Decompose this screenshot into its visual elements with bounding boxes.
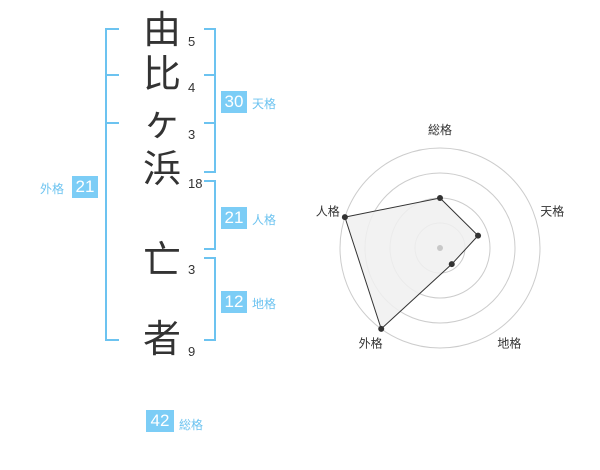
tenkaku-label: 天格 bbox=[252, 97, 277, 111]
radar-center bbox=[437, 245, 443, 251]
jinkaku-badge: 21 bbox=[221, 207, 247, 229]
stroke-count-2: 4 bbox=[188, 80, 196, 95]
gaikaku-label: 外格 bbox=[40, 182, 65, 196]
soukaku-badge: 42 bbox=[146, 410, 174, 432]
name-char-6: 者 bbox=[142, 317, 181, 361]
stroke-count-6: 9 bbox=[188, 344, 196, 359]
soukaku-label: 総格 bbox=[179, 418, 204, 432]
radar-points bbox=[341, 195, 482, 332]
radar-point-1 bbox=[475, 232, 482, 239]
name-char-1: 由 bbox=[142, 8, 181, 52]
chikaku-badge: 12 bbox=[221, 291, 247, 313]
stroke-count-5: 3 bbox=[188, 262, 196, 277]
name-char-3: ヶ bbox=[142, 100, 181, 144]
radar-point-0 bbox=[437, 195, 443, 201]
radar-ring-4 bbox=[339, 147, 541, 349]
name-char-2: 比 bbox=[142, 52, 181, 96]
radar-point-2 bbox=[448, 261, 455, 268]
radar-label-0: 総格 bbox=[428, 122, 452, 137]
radar-area bbox=[344, 197, 479, 330]
radar-label-4: 人格 bbox=[316, 204, 340, 219]
jinkaku-label: 人格 bbox=[252, 213, 277, 227]
tenkaku-badge: 30 bbox=[221, 91, 247, 113]
stroke-count-4: 18 bbox=[188, 176, 203, 191]
chikaku-label: 地格 bbox=[252, 297, 277, 311]
radar-point-3 bbox=[378, 325, 385, 332]
radar-label-2: 地格 bbox=[497, 335, 521, 350]
name-char-5: 亡 bbox=[142, 238, 181, 282]
radar-label-3: 外格 bbox=[359, 335, 383, 350]
name-char-4: 浜 bbox=[142, 147, 181, 191]
stroke-count-1: 5 bbox=[188, 34, 196, 49]
gaikaku-badge: 21 bbox=[72, 176, 98, 198]
radar-label-1: 天格 bbox=[540, 204, 564, 219]
radar-point-4 bbox=[341, 214, 348, 221]
stroke-count-3: 3 bbox=[188, 127, 196, 142]
